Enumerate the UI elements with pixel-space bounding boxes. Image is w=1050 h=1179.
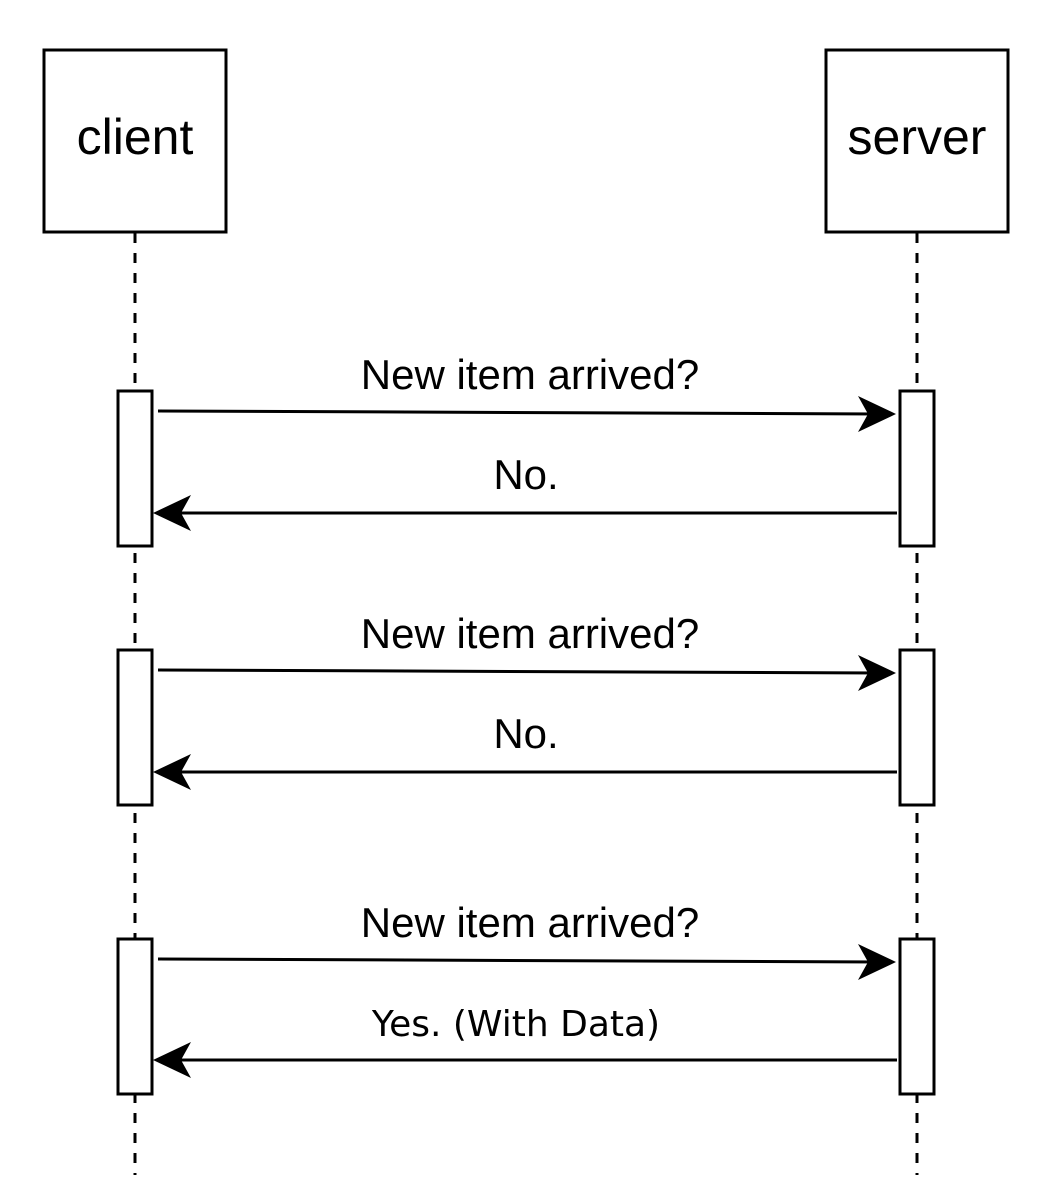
client-box <box>42 48 228 234</box>
request-arrow-line <box>157 668 881 675</box>
message-label: Yes. (With Data) <box>371 1004 660 1045</box>
server-box <box>824 48 1010 234</box>
server-activation-1 <box>898 389 936 548</box>
server-label: server <box>848 109 987 165</box>
message-response-1: No. <box>153 451 897 531</box>
message-label: No. <box>493 451 558 498</box>
message-label: New item arrived? <box>361 610 699 657</box>
request-arrow-line <box>157 409 881 416</box>
client-label: client <box>77 109 194 165</box>
server-activation-2 <box>898 648 936 807</box>
arrowhead-left-icon <box>153 754 191 790</box>
arrowhead-right-icon <box>858 944 896 980</box>
arrowhead-left-icon <box>153 495 191 531</box>
message-label: No. <box>493 710 558 757</box>
arrowhead-right-icon <box>858 396 896 432</box>
message-request-1: New item arrived? <box>157 351 896 432</box>
client-activation-2 <box>116 648 154 807</box>
message-request-3: New item arrived? <box>157 899 896 980</box>
message-label: New item arrived? <box>361 351 699 398</box>
arrowhead-right-icon <box>858 655 896 691</box>
message-response-2: No. <box>153 710 897 790</box>
request-arrow-line <box>157 957 881 964</box>
client-activation-1 <box>116 389 154 548</box>
arrowhead-left-icon <box>153 1042 191 1078</box>
message-label: New item arrived? <box>361 899 699 946</box>
server-participant: server <box>824 48 1010 234</box>
client-participant: client <box>42 48 228 234</box>
client-activation-3 <box>116 937 154 1096</box>
server-activation-3 <box>898 937 936 1096</box>
message-response-3: Yes. (With Data) <box>153 1004 897 1078</box>
message-request-2: New item arrived? <box>157 610 896 691</box>
